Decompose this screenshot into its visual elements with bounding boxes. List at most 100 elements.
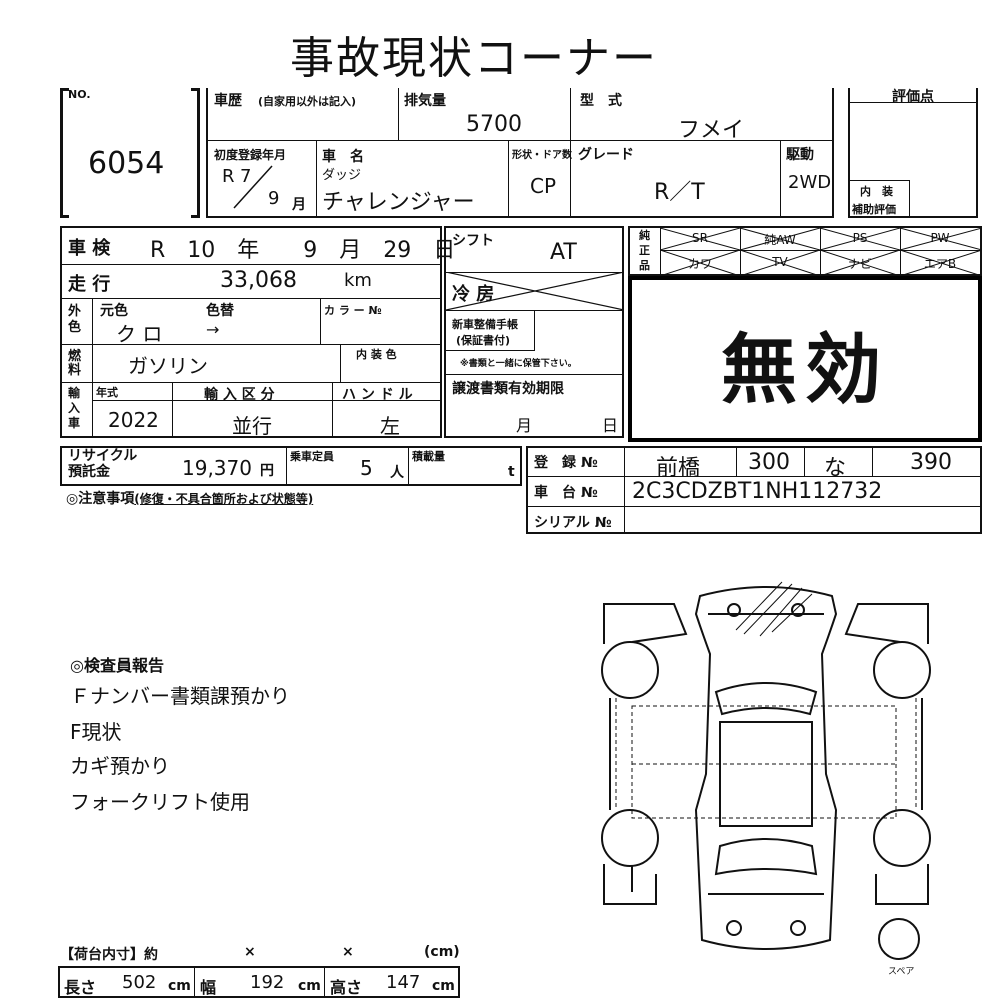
- maintenance-note: ※書類と一緒に保管下さい。: [460, 359, 577, 369]
- width-unit: cm: [298, 978, 321, 994]
- first-reg-month-unit: 月: [292, 197, 306, 213]
- capacity-label: 乗車定員: [290, 450, 334, 463]
- car-name-label: 車 名: [322, 149, 364, 165]
- first-reg-label: 初度登録年月: [214, 148, 287, 162]
- equipment-item: PW: [930, 231, 950, 245]
- exterior-color-label: 外色: [68, 304, 82, 335]
- interior-sub-label: 補助評価: [852, 203, 896, 216]
- notes-label: ◎注意事項: [66, 491, 135, 507]
- displacement-label: 排気量: [404, 93, 446, 109]
- height-unit: cm: [432, 978, 455, 994]
- recycle-fee: 19,370: [182, 456, 252, 480]
- vehicle-info-box: 車歴 (自家用以外は記入) 排気量 5700 型 式 フメイ 初度登録年月 R …: [206, 88, 834, 218]
- cargo-times-1: ×: [244, 944, 256, 960]
- displacement-value: 5700: [466, 112, 522, 137]
- transfer-doc-label: 譲渡書類有効期限: [452, 381, 564, 397]
- report-line: F現状: [70, 720, 122, 744]
- repaint-label: 色替: [206, 303, 234, 319]
- inspection-label: 車 検: [68, 238, 111, 259]
- grade-label: グレード: [578, 147, 634, 163]
- details-box: 車 検 R 10 年 9 月 29 日 走 行 33,068 km 外色 元色 …: [60, 226, 455, 438]
- shift-label: シフト: [452, 233, 494, 249]
- original-color-label: 元色: [100, 303, 128, 319]
- report-line: Ｆナンバー書類課預かり: [70, 684, 290, 708]
- rating-box: 評価点 内 装 補助評価: [848, 88, 978, 218]
- first-reg-year: 7: [240, 166, 252, 187]
- invalid-stamp-text: 無効: [721, 325, 889, 414]
- spare-tire-icon: [878, 918, 920, 960]
- history-label: 車歴: [214, 93, 242, 109]
- height-value: 147: [386, 972, 421, 993]
- length-value: 502: [122, 972, 157, 993]
- shape-value: CP: [530, 174, 557, 198]
- inspection-date: R 10 年 9 月 29 日: [150, 238, 456, 263]
- report-line: カギ預かり: [70, 754, 170, 778]
- equipment-item: PS: [852, 231, 868, 245]
- serial-label: シリアル №: [534, 515, 612, 531]
- first-reg-era: R: [222, 166, 235, 187]
- maintenance-sub: (保証書付): [456, 334, 511, 347]
- model-value: フメイ: [678, 118, 745, 143]
- drive-value: 2WD: [788, 172, 832, 193]
- model-year-value: 2022: [108, 408, 159, 432]
- grade-value: R／T: [654, 180, 705, 205]
- original-color-value: ク ロ: [116, 322, 163, 346]
- cargo-times-2: ×: [342, 944, 354, 960]
- registration-label: 登 録 №: [534, 455, 598, 471]
- spare-label: スペア: [888, 967, 915, 977]
- rating-label: 評価点: [892, 89, 934, 105]
- lot-number-box: NO. 6054: [60, 88, 200, 218]
- shape-label: 形状・ドア数: [512, 150, 572, 161]
- recycle-box: リサイクル預託金 19,370 円 乗車定員 5 人 積載量 t: [60, 446, 522, 486]
- report-label: ◎検査員報告: [70, 656, 164, 675]
- import-type-label: 輸 入 区 分: [204, 387, 275, 403]
- height-label: 高さ: [330, 978, 363, 997]
- transfer-day-unit: 日: [602, 416, 619, 435]
- page-title: 事故現状コーナー: [290, 33, 658, 84]
- cargo-label: 【荷台内寸】約: [60, 947, 158, 963]
- transfer-month-unit: 月: [516, 416, 533, 435]
- reg-area: 前橋: [656, 456, 701, 481]
- first-reg-slash: [233, 165, 273, 209]
- history-note: (自家用以外は記入): [258, 95, 357, 108]
- model-year-label: 年式: [96, 386, 118, 399]
- repaint-value: →: [206, 320, 220, 339]
- chassis-label: 車 台 №: [534, 485, 598, 501]
- first-reg-month: 9: [268, 188, 280, 209]
- width-value: 192: [250, 972, 285, 993]
- length-unit: cm: [168, 978, 191, 994]
- equipment-item: SR: [692, 231, 708, 245]
- ac-cross-out: [446, 272, 624, 310]
- length-label: 長さ: [64, 978, 97, 997]
- notes-heading: ◎注意事項(修復・不具合箇所および状態等): [66, 488, 313, 508]
- yen-unit: 円: [260, 463, 274, 479]
- mileage-unit: km: [344, 270, 372, 291]
- handle-value: 左: [380, 414, 400, 438]
- interior-color-label: 内 装 色: [356, 348, 397, 361]
- model-label: 型 式: [580, 93, 622, 109]
- lot-number: 6054: [88, 146, 165, 181]
- width-label: 幅: [200, 978, 217, 997]
- shift-box: シフト AT 冷 房 新車整備手帳 (保証書付) ※書類と一緒に保管下さい。 譲…: [444, 226, 624, 438]
- maintenance-label: 新車整備手帳: [452, 318, 518, 331]
- equip-label: 純正品: [639, 229, 650, 272]
- fuel-value: ガソリン: [128, 354, 208, 378]
- load-unit: t: [508, 464, 515, 480]
- notes-sub: (修復・不具合箇所および状態等): [134, 492, 314, 506]
- fuel-label: 燃料: [68, 349, 82, 378]
- cargo-dimensions-box: 長さ 502 cm 幅 192 cm 高さ 147 cm: [58, 966, 460, 998]
- maker-value: ダッジ: [322, 168, 362, 183]
- mileage-value: 33,068: [220, 268, 297, 293]
- ac-label: 冷 房: [452, 284, 495, 305]
- reg-number: 390: [910, 450, 952, 475]
- chassis-number: 2C3CDZBT1NH112732: [632, 479, 883, 504]
- registration-box: 登 録 № 前橋 300 な 390 車 台 № 2C3CDZBT1NH1127…: [526, 446, 982, 534]
- capacity-value: 5: [360, 456, 373, 480]
- mileage-label: 走 行: [68, 274, 111, 295]
- interior-label: 内 装: [860, 185, 893, 198]
- report-line: フォークリフト使用: [70, 790, 250, 814]
- import-type-value: 並行: [232, 414, 272, 438]
- equipment-cross-out: [660, 228, 982, 276]
- drive-label: 駆動: [786, 147, 814, 163]
